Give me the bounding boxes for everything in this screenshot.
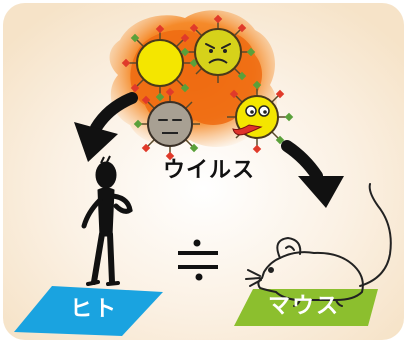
sick-virus-icon	[227, 80, 294, 154]
arrow-to-human-icon	[74, 92, 138, 162]
virus-label: ウイルス	[163, 158, 256, 183]
human-mat	[14, 286, 163, 336]
arrow-to-mouse-icon	[281, 140, 344, 208]
background-panel	[3, 3, 404, 340]
mouse-mat	[234, 289, 378, 326]
nearly-equal-symbol	[178, 239, 218, 281]
human-label: ヒト	[70, 297, 119, 322]
mouse-icon	[245, 183, 392, 307]
human-figure-icon	[81, 155, 133, 286]
happy-virus-icon	[121, 24, 199, 102]
mouse-label: マウス	[268, 294, 341, 319]
